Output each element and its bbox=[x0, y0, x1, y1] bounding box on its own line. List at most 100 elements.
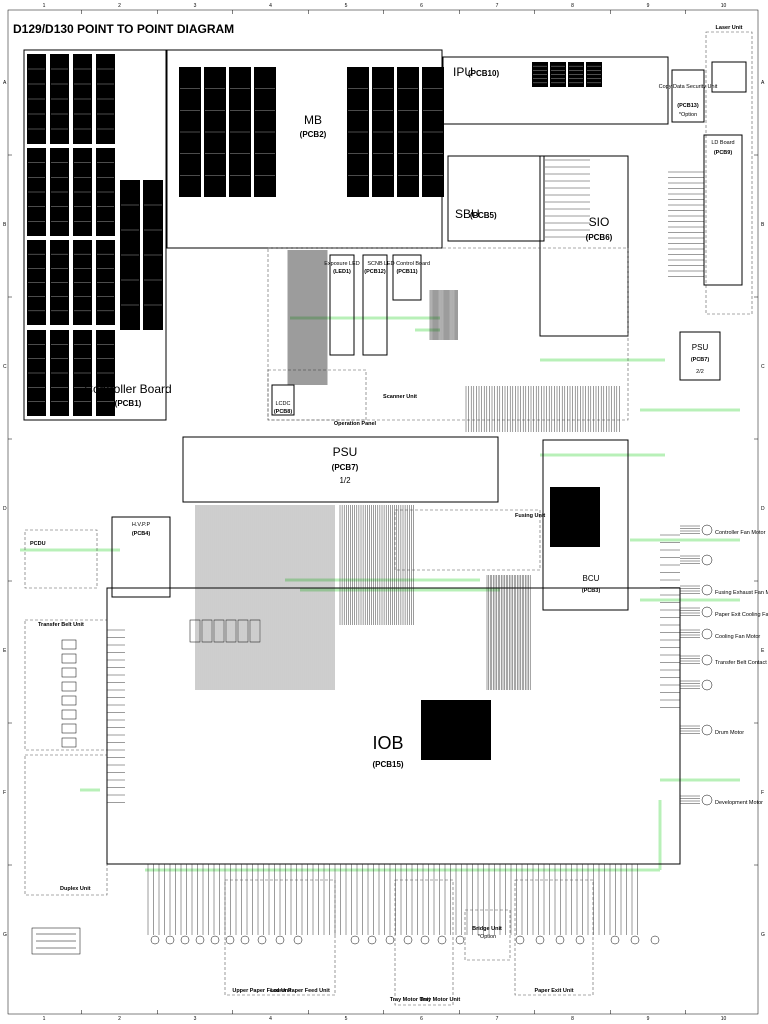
motor-symbol bbox=[701, 679, 713, 691]
sensor-box bbox=[61, 695, 77, 706]
sbu-board-outline bbox=[447, 155, 545, 242]
mb-connector-blocks bbox=[179, 67, 444, 197]
paper-exit-label: Paper Exit Unit bbox=[534, 988, 573, 994]
ipu-connector-blocks bbox=[532, 62, 602, 87]
bridge-unit-option: *Option bbox=[478, 934, 496, 940]
grid-row-B: B bbox=[3, 222, 7, 228]
paper-feed-region bbox=[224, 879, 336, 996]
duplex-region bbox=[24, 754, 108, 896]
sensor-box bbox=[61, 737, 77, 748]
grid-col-bottom-9: 9 bbox=[647, 1016, 650, 1022]
green-harness-lines bbox=[20, 316, 740, 872]
relay-box bbox=[237, 619, 249, 643]
operation-panel-label: Operation Panel bbox=[334, 421, 377, 427]
hvpp-board-pcb: (PCB4) bbox=[132, 531, 151, 537]
bottom-component bbox=[650, 935, 660, 945]
psu-right-sub: 2/2 bbox=[696, 369, 704, 375]
bridge-unit-label: Bridge Unit bbox=[472, 926, 502, 932]
bottom-component bbox=[575, 935, 585, 945]
hvpp-board-name: H.V.P.P bbox=[132, 522, 151, 528]
grid-col-bottom-5: 5 bbox=[345, 1016, 348, 1022]
motor-symbol bbox=[701, 554, 713, 566]
operation-panel-region bbox=[267, 369, 367, 421]
sensor-box bbox=[61, 681, 77, 692]
grid-row-right-F: F bbox=[761, 790, 764, 796]
upper-paper-feed-label: Upper Paper Feed Unit bbox=[232, 988, 291, 994]
bottom-component bbox=[240, 935, 250, 945]
grid-col-bottom-10: 10 bbox=[721, 1016, 727, 1022]
iob-connector-block bbox=[421, 700, 491, 760]
relay-box bbox=[201, 619, 213, 643]
pcdu-label: PCDU bbox=[30, 541, 46, 547]
grid-col-8: 8 bbox=[571, 3, 574, 9]
right-motor-label-0: Controller Fan Motor bbox=[715, 530, 766, 536]
grid-row-E: E bbox=[3, 648, 7, 654]
bcu-connector-block bbox=[550, 487, 600, 547]
bottom-component bbox=[257, 935, 267, 945]
right-motor-label-6: Development Motor bbox=[715, 800, 763, 806]
bottom-component bbox=[275, 935, 285, 945]
grid-col-10: 10 bbox=[721, 3, 727, 9]
hvpp-board-outline bbox=[111, 516, 171, 598]
right-motor-label-2: Paper Exit Cooling Fan Motor bbox=[715, 612, 768, 618]
ld-wire-bundles bbox=[668, 171, 704, 277]
grid-col-bottom-6: 6 bbox=[420, 1016, 423, 1022]
mb-board-pcb: (PCB2) bbox=[300, 130, 327, 139]
duplex-label: Duplex Unit bbox=[60, 886, 91, 892]
controller-connector-blocks bbox=[27, 54, 163, 416]
right-motor-label-5: Drum Motor bbox=[715, 730, 744, 736]
right-motor-label-3: Cooling Fan Motor bbox=[715, 634, 760, 640]
grid-row-right-D: D bbox=[761, 506, 765, 512]
lcdc-label: LCDC bbox=[276, 401, 291, 407]
sensor-box bbox=[61, 639, 77, 650]
grid-row-right-E: E bbox=[761, 648, 765, 654]
bottom-component bbox=[610, 935, 620, 945]
bottom-component bbox=[420, 935, 430, 945]
grid-col-5: 5 bbox=[345, 3, 348, 9]
grid-col-bottom-3: 3 bbox=[194, 1016, 197, 1022]
bottom-component bbox=[455, 935, 465, 945]
bottom-wire-bundles bbox=[147, 864, 660, 945]
bridge-unit-region bbox=[464, 909, 511, 961]
lcdc-pcb: (PCB8) bbox=[274, 409, 293, 415]
psu-main-sub: 1/2 bbox=[339, 476, 351, 485]
copy-data-security-box bbox=[671, 69, 705, 123]
relay-box bbox=[249, 619, 261, 643]
bottom-component bbox=[210, 935, 220, 945]
copy-data-security-option: *Option bbox=[679, 112, 697, 118]
bottom-component bbox=[437, 935, 447, 945]
transfer-belt-label: Transfer Belt Unit bbox=[38, 622, 84, 628]
iob-board-outline bbox=[106, 587, 681, 865]
laser-unit-label: Laser Unit bbox=[716, 25, 743, 31]
bottom-component bbox=[180, 935, 190, 945]
bottom-component bbox=[195, 935, 205, 945]
sbu-board-pcb: (PCB5) bbox=[470, 211, 497, 220]
relay-box bbox=[225, 619, 237, 643]
bcu-board-outline bbox=[542, 439, 629, 611]
scanner-unit-label: Scanner Unit bbox=[383, 394, 417, 400]
right-motor-label-4: Transfer Belt Contact Motor bbox=[715, 660, 768, 666]
laser-sub-box bbox=[711, 61, 747, 93]
copy-data-security-pcb: (PCB13) bbox=[677, 103, 699, 109]
tray-motor-region bbox=[394, 879, 454, 1006]
scanner-unit-region bbox=[267, 247, 629, 421]
bottom-component bbox=[385, 935, 395, 945]
sensor-box bbox=[61, 723, 77, 734]
grid-col-bottom-4: 4 bbox=[269, 1016, 272, 1022]
grid-col-9: 9 bbox=[647, 3, 650, 9]
bottom-component bbox=[150, 935, 160, 945]
grid-row-right-C: C bbox=[761, 364, 765, 370]
ipu-board-outline bbox=[442, 56, 669, 125]
tray-motor-label-1: Tray Motor Unit bbox=[390, 997, 431, 1003]
grid-col-1: 1 bbox=[43, 3, 46, 9]
bottom-component bbox=[630, 935, 640, 945]
transfer-belt-region bbox=[24, 619, 108, 751]
psu-right-name: PSU bbox=[692, 343, 709, 352]
exposure-led-box bbox=[329, 254, 355, 356]
lower-paper-feed-label: Lower Paper Feed Unit bbox=[270, 988, 330, 994]
paper-exit-region bbox=[514, 879, 594, 996]
fusing-unit-region bbox=[394, 509, 541, 571]
